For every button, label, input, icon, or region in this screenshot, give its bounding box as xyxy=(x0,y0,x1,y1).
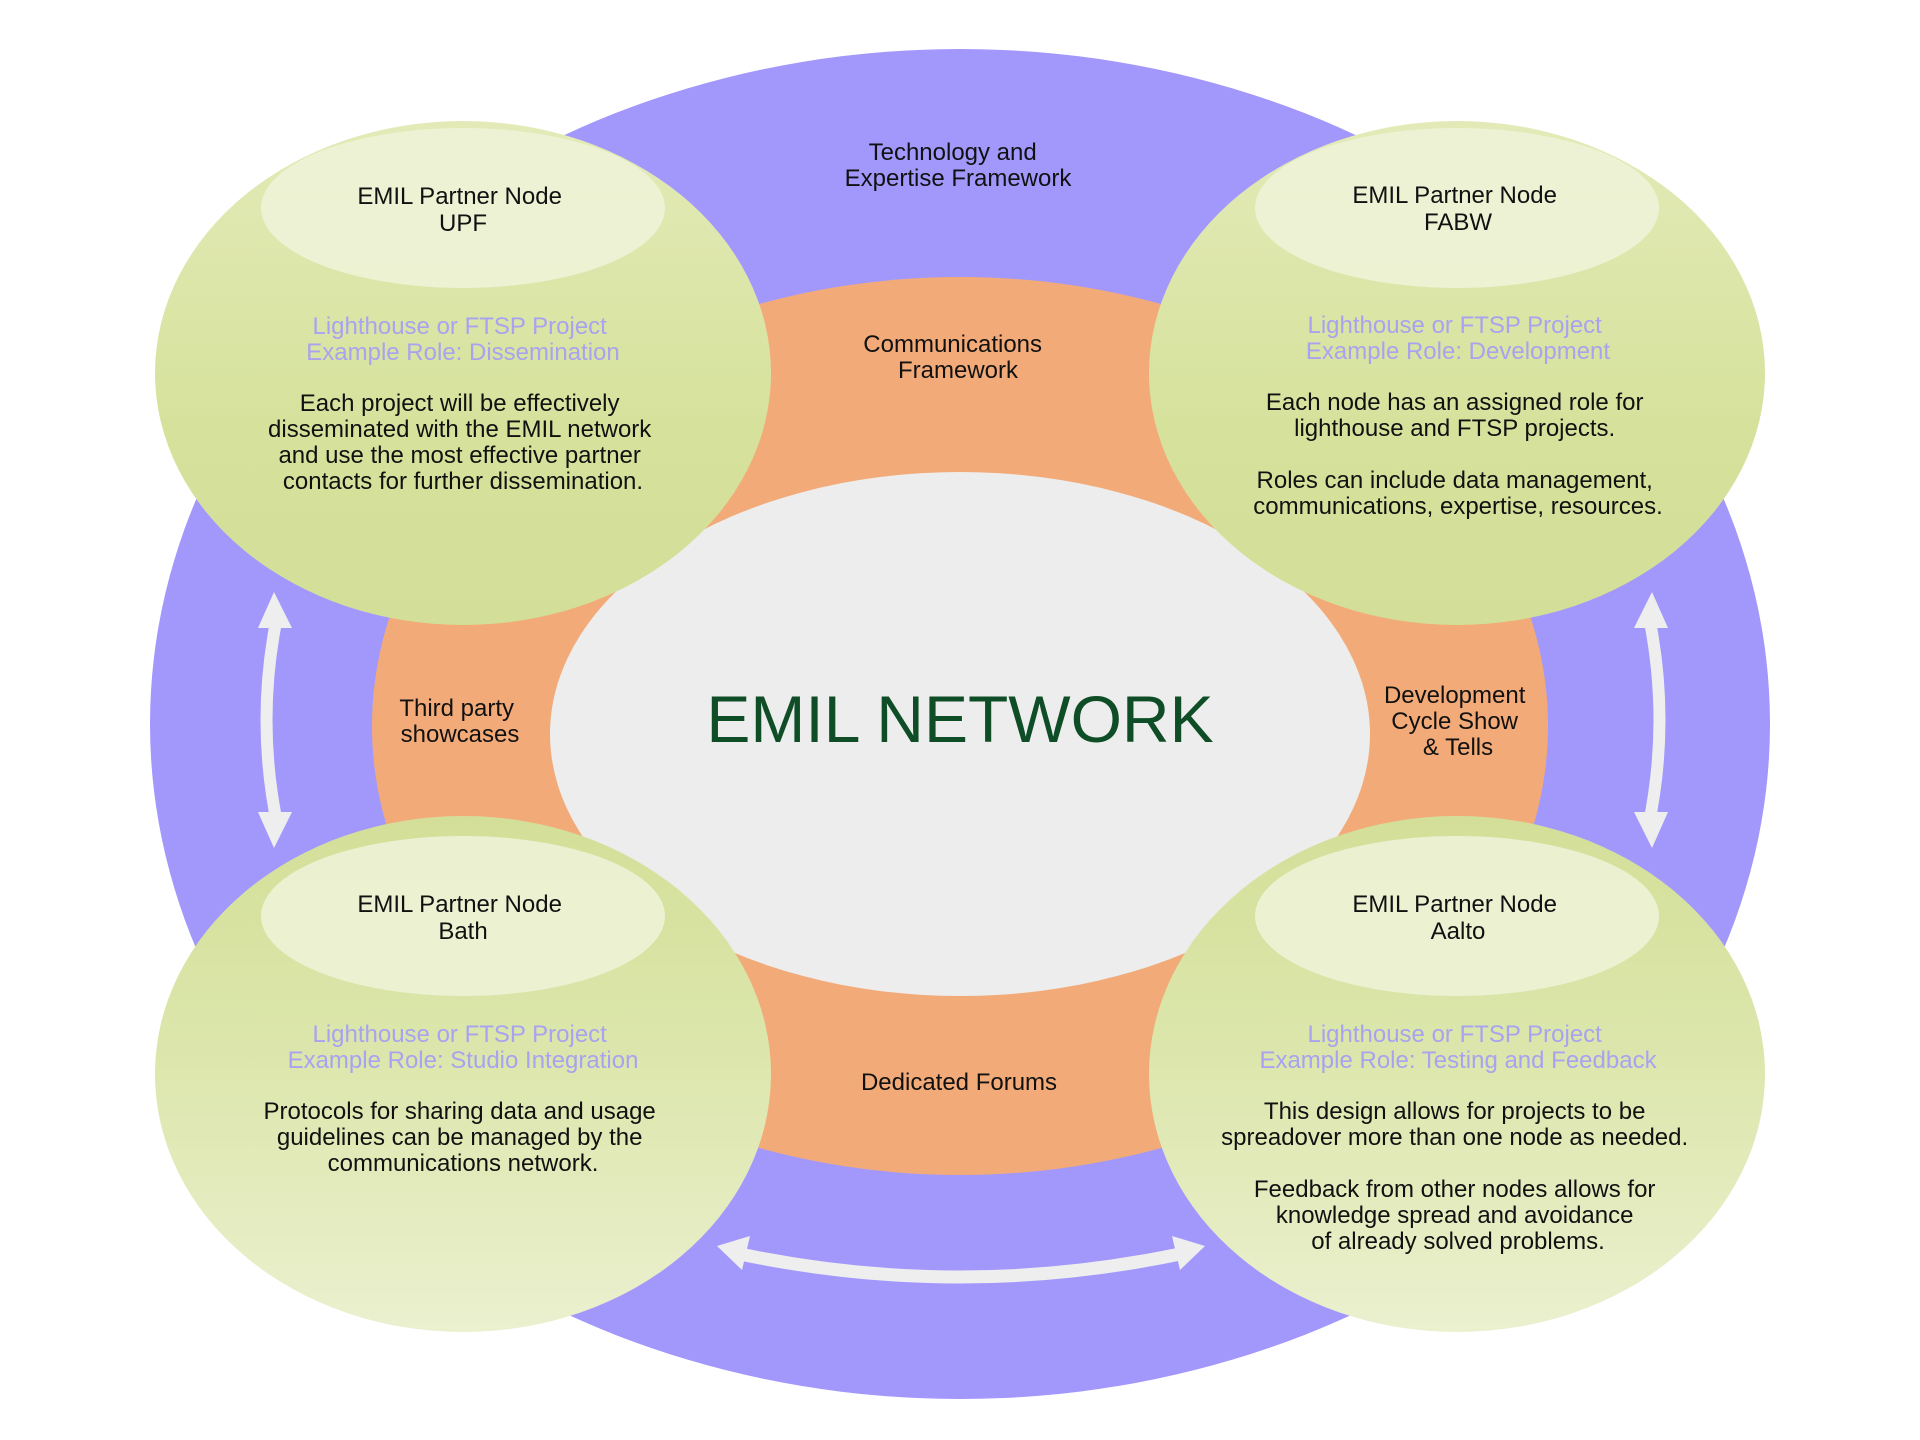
node-desc-line: contacts for further dissemination. xyxy=(283,468,643,495)
node-title: EMIL Partner Node Bath xyxy=(357,891,568,945)
node-role: Lighthouse or FTSP Project Example Role:… xyxy=(1259,1021,1657,1074)
node-role-line: Lighthouse or FTSP Project xyxy=(1307,1021,1602,1048)
node-role: Lighthouse or FTSP Project Example Role:… xyxy=(1306,312,1610,365)
middle-ring-left-label: Third party showcases xyxy=(399,695,520,748)
middle-ring-label-line: Development xyxy=(1384,682,1526,709)
node-desc-line: lighthouse and FTSP projects. xyxy=(1294,415,1615,442)
middle-ring-label-line: Dedicated Forums xyxy=(861,1069,1057,1096)
node-description: Protocols for sharing data and usage gui… xyxy=(264,1098,663,1177)
node-title: EMIL Partner Node FABW xyxy=(1352,182,1563,236)
node-title-line: Aalto xyxy=(1431,918,1486,945)
node-title-line: Bath xyxy=(438,918,487,945)
node-role-line: Lighthouse or FTSP Project xyxy=(312,313,607,340)
node-desc-line: Roles can include data management, xyxy=(1257,467,1653,494)
node-title-line: EMIL Partner Node xyxy=(1352,891,1557,918)
middle-ring-label-line: showcases xyxy=(401,721,520,748)
node-title: EMIL Partner Node UPF xyxy=(357,183,568,237)
node-cap xyxy=(1255,836,1659,996)
right-double-arrow-icon xyxy=(1634,592,1668,848)
partner-node-aalto: EMIL Partner Node Aalto Lighthouse or FT… xyxy=(1149,816,1765,1332)
node-title-line: EMIL Partner Node xyxy=(1352,182,1557,209)
node-role-line: Lighthouse or FTSP Project xyxy=(1307,312,1602,339)
node-role: Lighthouse or FTSP Project Example Role:… xyxy=(306,313,619,366)
node-desc-line: spreadover more than one node as needed. xyxy=(1221,1124,1688,1151)
middle-ring-right-label: Development Cycle Show & Tells xyxy=(1384,682,1532,761)
node-title-line: UPF xyxy=(439,210,487,237)
middle-ring-label-line: Third party xyxy=(399,695,514,722)
middle-ring-label-line: & Tells xyxy=(1423,734,1493,761)
node-desc-line: and use the most effective partner xyxy=(278,442,640,469)
node-desc-line: knowledge spread and avoidance xyxy=(1276,1202,1634,1229)
middle-ring-label-line: Communications xyxy=(863,331,1042,358)
node-role-line: Example Role: Dissemination xyxy=(306,339,619,366)
node-desc-line: disseminated with the EMIL network xyxy=(268,416,652,443)
outer-ring-label: Technology and Expertise Framework xyxy=(845,139,1073,192)
center-title: EMIL NETWORK xyxy=(706,682,1213,756)
node-desc-line: guidelines can be managed by the xyxy=(277,1124,643,1151)
node-role-line: Lighthouse or FTSP Project xyxy=(312,1021,607,1048)
partner-node-bath: EMIL Partner Node Bath Lighthouse or FTS… xyxy=(155,816,771,1332)
node-desc-line: Feedback from other nodes allows for xyxy=(1254,1176,1656,1203)
node-cap xyxy=(1255,128,1659,288)
node-title: EMIL Partner Node Aalto xyxy=(1352,891,1563,945)
middle-ring-label-line: Framework xyxy=(898,357,1019,384)
center-core xyxy=(550,472,1370,996)
node-desc-line: Each node has an assigned role for xyxy=(1266,389,1644,416)
node-title-line: FABW xyxy=(1424,209,1492,236)
node-desc-line: of already solved problems. xyxy=(1311,1228,1604,1255)
node-role-line: Example Role: Studio Integration xyxy=(288,1047,639,1074)
node-cap xyxy=(261,836,665,996)
node-description: Each node has an assigned role for light… xyxy=(1253,389,1663,520)
node-description: Each project will be effectively dissemi… xyxy=(268,390,658,495)
node-role-line: Example Role: Testing and Feedback xyxy=(1259,1047,1657,1074)
middle-ring-label-line: Cycle Show xyxy=(1391,708,1518,735)
node-description: This design allows for projects to be sp… xyxy=(1221,1098,1695,1255)
node-title-line: EMIL Partner Node xyxy=(357,183,562,210)
bottom-double-arrow-icon xyxy=(717,1236,1205,1284)
node-desc-line: communications, expertise, resources. xyxy=(1253,493,1663,520)
middle-ring-top-label: Communications Framework xyxy=(863,331,1048,384)
node-desc-line: Protocols for sharing data and usage xyxy=(264,1098,656,1125)
node-role-line: Example Role: Development xyxy=(1306,338,1610,365)
node-desc-line: Each project will be effectively xyxy=(300,390,620,417)
partner-node-fabw: EMIL Partner Node FABW Lighthouse or FTS… xyxy=(1149,121,1765,625)
node-desc-line: This design allows for projects to be xyxy=(1264,1098,1646,1125)
left-double-arrow-icon xyxy=(258,592,292,848)
partner-node-upf: EMIL Partner Node UPF Lighthouse or FTSP… xyxy=(155,121,771,625)
node-desc-line: communications network. xyxy=(328,1150,599,1177)
node-title-line: EMIL Partner Node xyxy=(357,891,562,918)
middle-ring-bottom-label: Dedicated Forums xyxy=(861,1069,1057,1096)
outer-ring-label-line: Technology and xyxy=(869,139,1037,166)
node-cap xyxy=(261,128,665,288)
outer-ring-label-line: Expertise Framework xyxy=(845,165,1073,192)
node-role: Lighthouse or FTSP Project Example Role:… xyxy=(288,1021,639,1074)
